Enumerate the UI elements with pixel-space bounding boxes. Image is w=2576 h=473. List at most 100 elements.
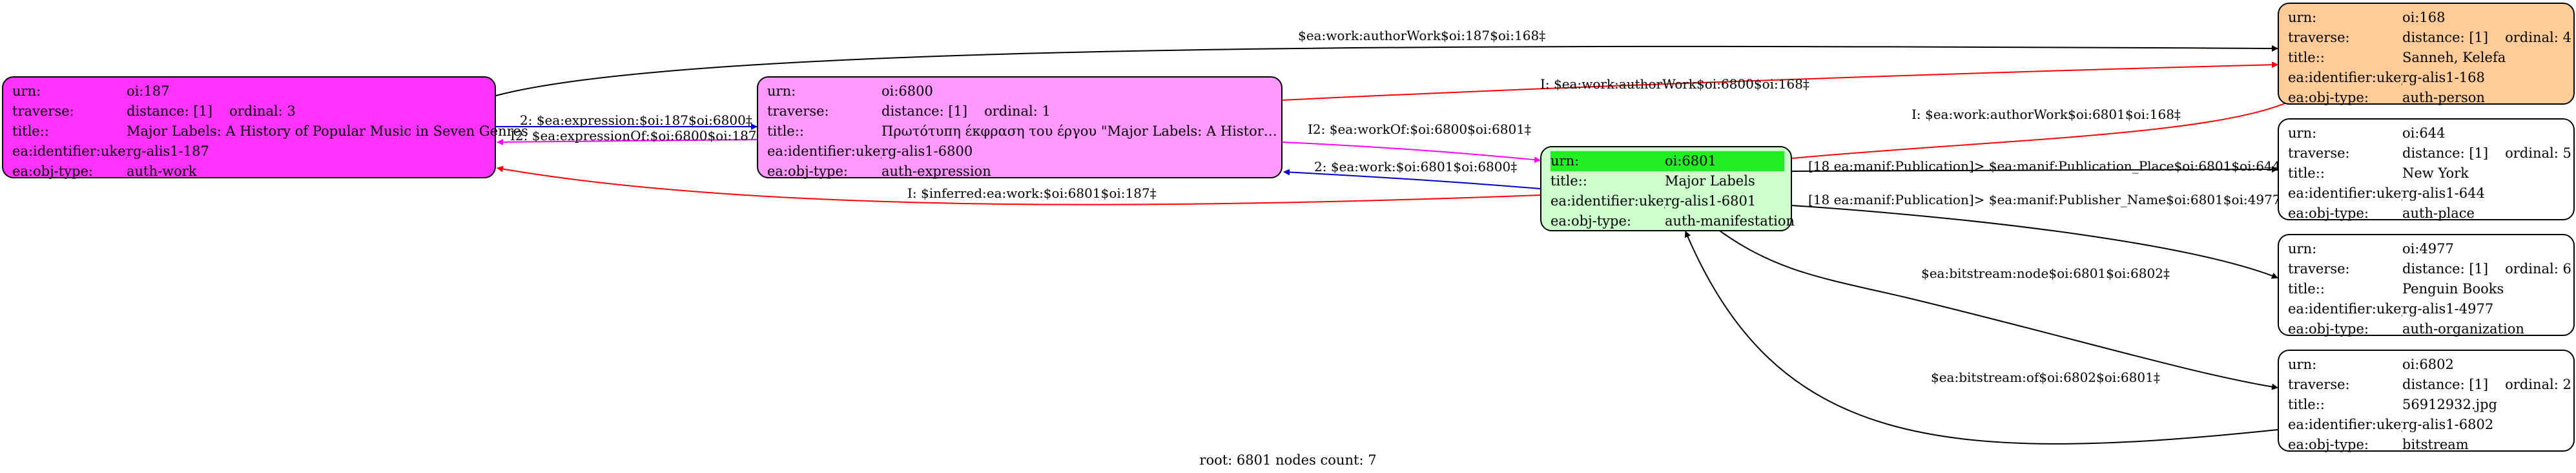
- edge-6801-168: [1791, 96, 2300, 159]
- traverse-key: traverse:: [2288, 145, 2350, 161]
- traverse-key: traverse:: [767, 103, 829, 119]
- ukey-key: ea:identifier:ukey: [2288, 185, 2402, 201]
- edge-6801-6802: [1717, 229, 2278, 390]
- title-key: title::: [2288, 397, 2325, 412]
- root-urn-row: urn: oi:6801: [1551, 151, 1784, 171]
- node-oi-4977[interactable]: urn: oi:4977 traverse: distance: [1] ordina…: [2278, 234, 2575, 337]
- node-oi-6802[interactable]: urn:oi:6802 traverse:distance: [1]ordina…: [2278, 350, 2575, 452]
- urn-value: oi:6801: [1665, 153, 1716, 169]
- type-value: auth-organization: [2402, 321, 2524, 337]
- ordinal-value: ordinal: 1: [984, 103, 1051, 119]
- type-value: auth-person: [2402, 90, 2485, 105]
- ukey-value: rg-alis1-644: [2402, 185, 2485, 201]
- edge-6801-644: [1791, 166, 2278, 173]
- traverse-key: traverse:: [2288, 377, 2350, 392]
- ordinal-value: ordinal: 6: [2505, 261, 2571, 277]
- ukey-value: rg-alis1-6801: [1665, 193, 1757, 209]
- edge-6801-187: [497, 165, 1541, 205]
- title-key: title::: [12, 123, 49, 139]
- edge-label-6800-168: I: $ea:work:authorWork$oi:6800$oi:168‡: [1540, 76, 1809, 92]
- type-key: ea:obj-type:: [2288, 437, 2369, 452]
- edge-6802-6801: [1684, 231, 2278, 445]
- node-oi-187[interactable]: urn:oi:187 traverse:distance: [1]ordinal…: [2, 76, 528, 179]
- edge-label-6801-4977: [18 ea:manif:Publication]> $ea:manif:Pub…: [1808, 192, 2304, 207]
- urn-value: oi:187: [127, 83, 170, 99]
- ukey-value: rg-alis1-4977: [2402, 301, 2494, 317]
- ukey-key: ea:identifier:ukey: [1551, 193, 1665, 209]
- urn-key: urn:: [2288, 241, 2317, 257]
- type-value: auth-manifestation: [1665, 213, 1795, 229]
- ukey-value: rg-alis1-6802: [2402, 417, 2494, 432]
- ukey-key: ea:identifier:ukey: [2288, 70, 2402, 85]
- traverse-key: traverse:: [2288, 30, 2350, 45]
- edge-6801-6800: [1283, 169, 1541, 189]
- urn-key: urn:: [1551, 153, 1580, 169]
- edge-6801-4977: [1791, 205, 2278, 279]
- edge-label-6801-644: [18 ea:manif:Publication]> $ea:manif:Pub…: [1808, 158, 2303, 174]
- edge-6800-6801: [1282, 142, 1541, 163]
- edge-label-6801-187: I: $inferred:ea:work:$oi:6801$oi:187‡: [907, 185, 1157, 201]
- distance-value: distance: [1]: [2402, 145, 2489, 161]
- title-value: Major Labels: [1665, 173, 1755, 189]
- title-key: title::: [767, 123, 804, 139]
- type-key: ea:obj-type:: [12, 163, 93, 179]
- title-key: title::: [2288, 165, 2325, 181]
- node-oi-6800[interactable]: urn: oi:6800 traverse: distance: [1] ordina…: [757, 76, 1283, 179]
- type-value: auth-place: [2402, 205, 2475, 221]
- urn-key: urn:: [767, 83, 796, 99]
- edge-6800-168: [1282, 61, 2278, 101]
- graph-footer: root: 6801 nodes count: 7: [1199, 452, 1377, 468]
- traverse-key: traverse:: [2288, 261, 2350, 277]
- edge-label-6800-187: I2: $ea:expressionOf:$oi:6800$oi:187‡: [510, 128, 763, 143]
- node-oi-168[interactable]: urn:oi:168 traverse:distance: [1]ordinal…: [2278, 3, 2575, 105]
- ukey-value: rg-alis1-168: [2402, 70, 2485, 85]
- title-key: title::: [1551, 173, 1587, 189]
- type-key: ea:obj-type:: [2288, 90, 2369, 105]
- ukey-key: ea:identifier:ukey: [12, 143, 127, 159]
- type-key: ea:obj-type:: [2288, 321, 2369, 337]
- ukey-key: ea:identifier:ukey: [2288, 301, 2402, 317]
- distance-value: distance: [1]: [881, 103, 968, 119]
- edge-label-6801-168: I: $ea:work:authorWork$oi:6801$oi:168‡: [1911, 107, 2181, 122]
- type-key: ea:obj-type:: [2288, 205, 2369, 221]
- edge-6800-187: [497, 138, 757, 145]
- urn-value: oi:6802: [2402, 357, 2454, 372]
- urn-value: oi:4977: [2402, 241, 2454, 257]
- title-value: Sanneh, Kelefa: [2402, 50, 2506, 65]
- edge-label-6801-6802: $ea:bitstream:node$oi:6801$oi:6802‡: [1921, 266, 2170, 281]
- title-value: New York: [2402, 165, 2469, 181]
- title-key: title::: [2288, 50, 2325, 65]
- type-key: ea:obj-type:: [1551, 213, 1631, 229]
- node-oi-6801[interactable]: urn: oi:6801 title::Major Labels ea:ident…: [1540, 146, 1795, 231]
- edge-label-6800-6801: I2: $ea:workOf:$oi:6800$oi:6801‡: [1308, 121, 1531, 137]
- edge-label-187-6800: 2: $ea:expression:$oi:187$oi:6800‡: [520, 112, 752, 128]
- edge-label-187-168: $ea:work:authorWork$oi:187$oi:168‡: [1298, 28, 1546, 43]
- type-value: bitstream: [2402, 437, 2469, 452]
- ukey-value: rg-alis1-6800: [881, 143, 973, 159]
- ukey-key: ea:identifier:ukey: [2288, 417, 2402, 432]
- urn-key: urn:: [2288, 10, 2317, 25]
- urn-value: oi:644: [2402, 125, 2446, 141]
- edge-187-168: [495, 45, 2278, 96]
- urn-key: urn:: [2288, 357, 2317, 372]
- type-key: ea:obj-type:: [767, 163, 848, 179]
- edge-label-6801-6800: 2: $ea:work:$oi:6801$oi:6800‡: [1314, 159, 1518, 174]
- distance-value: distance: [1]: [2402, 261, 2489, 277]
- title-key: title::: [2288, 281, 2325, 297]
- distance-value: distance: [1]: [127, 103, 213, 119]
- ukey-value: rg-alis1-187: [127, 143, 209, 159]
- title-value: Πρωτότυπη έκφραση του έργου "Major Label…: [881, 123, 1282, 139]
- title-value: 56912932.jpg: [2402, 397, 2497, 412]
- urn-key: urn:: [12, 83, 41, 99]
- ordinal-value: ordinal: 3: [229, 103, 296, 119]
- type-value: auth-expression: [881, 163, 991, 179]
- distance-value: distance: [1]: [2402, 377, 2489, 392]
- title-value: Major Labels: A History of Popular Music…: [127, 123, 528, 139]
- node-oi-644[interactable]: urn:oi:644 traverse:distance: [1]ordinal…: [2278, 118, 2575, 221]
- ordinal-value: ordinal: 5: [2505, 145, 2571, 161]
- distance-value: distance: [1]: [2402, 30, 2489, 45]
- edge-label-6802-6801: $ea:bitstream:of$oi:6802$oi:6801‡: [1931, 370, 2160, 385]
- ordinal-value: ordinal: 4: [2505, 30, 2571, 45]
- urn-value: oi:6800: [881, 83, 933, 99]
